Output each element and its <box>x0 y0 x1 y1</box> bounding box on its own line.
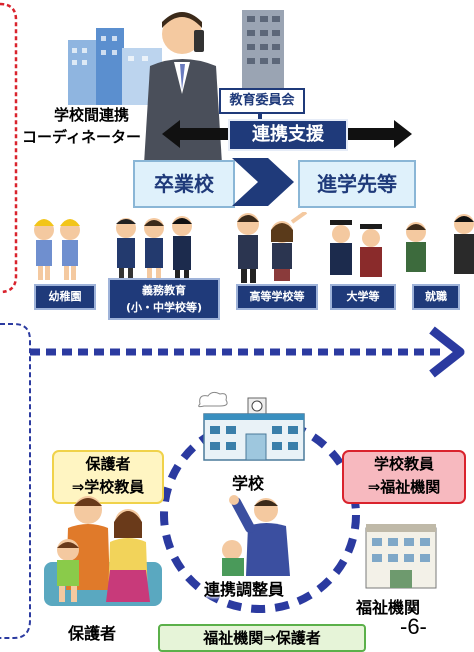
school-building-illustration <box>198 391 305 461</box>
page-number: -6- <box>400 614 427 639</box>
red-dashed-frame <box>0 2 18 294</box>
board-label: 教育委員会 <box>219 88 305 114</box>
family-illustration <box>44 496 162 606</box>
from-school-box: 卒業校 <box>133 160 235 208</box>
guardian-to-teacher-line2: ⇒学校教員 <box>71 478 145 496</box>
welfare-to-guardian-box: 福祉機関⇒保護者 <box>158 624 366 652</box>
students-illustration <box>34 212 474 284</box>
liaison-label: 連携調整員 <box>204 580 285 599</box>
school-label: 学校 <box>232 474 265 493</box>
board-building-illustration <box>242 10 284 90</box>
navy-dashed-frame <box>0 323 465 639</box>
teacher-to-welfare-line2: ⇒福祉機関 <box>367 478 441 496</box>
stage-kindergarten: 幼稚園 <box>34 284 96 310</box>
chevron-right-icon <box>232 158 294 206</box>
coordinator-label-line2: コーディネーター <box>22 128 141 146</box>
stage-university: 大学等 <box>330 284 396 310</box>
guardian-label: 保護者 <box>68 624 117 643</box>
teacher-to-welfare-line1: 学校教員 <box>373 455 434 473</box>
cooperation-circle <box>160 417 360 613</box>
welfare-building-illustration <box>365 524 437 589</box>
liaison-person-illustration <box>222 495 290 576</box>
stage-compulsory: 義務教育 (小・中学校等) <box>108 278 220 320</box>
top-section: 教育委員会 連携支援 学校間連携 コーディネーター 卒業校 進学先等 <box>0 0 474 320</box>
coordinator-label-line1: 学校間連携 <box>54 106 130 124</box>
welfare-label: 福祉機関 <box>356 598 421 617</box>
to-school-box: 進学先等 <box>298 160 416 208</box>
stage-employment: 就職 <box>412 284 460 310</box>
guardian-to-teacher-box: 保護者 ⇒学校教員 <box>52 450 164 504</box>
teacher-to-welfare-box: 学校教員 ⇒福祉機関 <box>342 450 466 504</box>
guardian-to-teacher-line1: 保護者 <box>85 455 131 473</box>
support-label: 連携支援 <box>228 119 348 151</box>
stage-highschool: 高等学校等 <box>236 284 318 310</box>
